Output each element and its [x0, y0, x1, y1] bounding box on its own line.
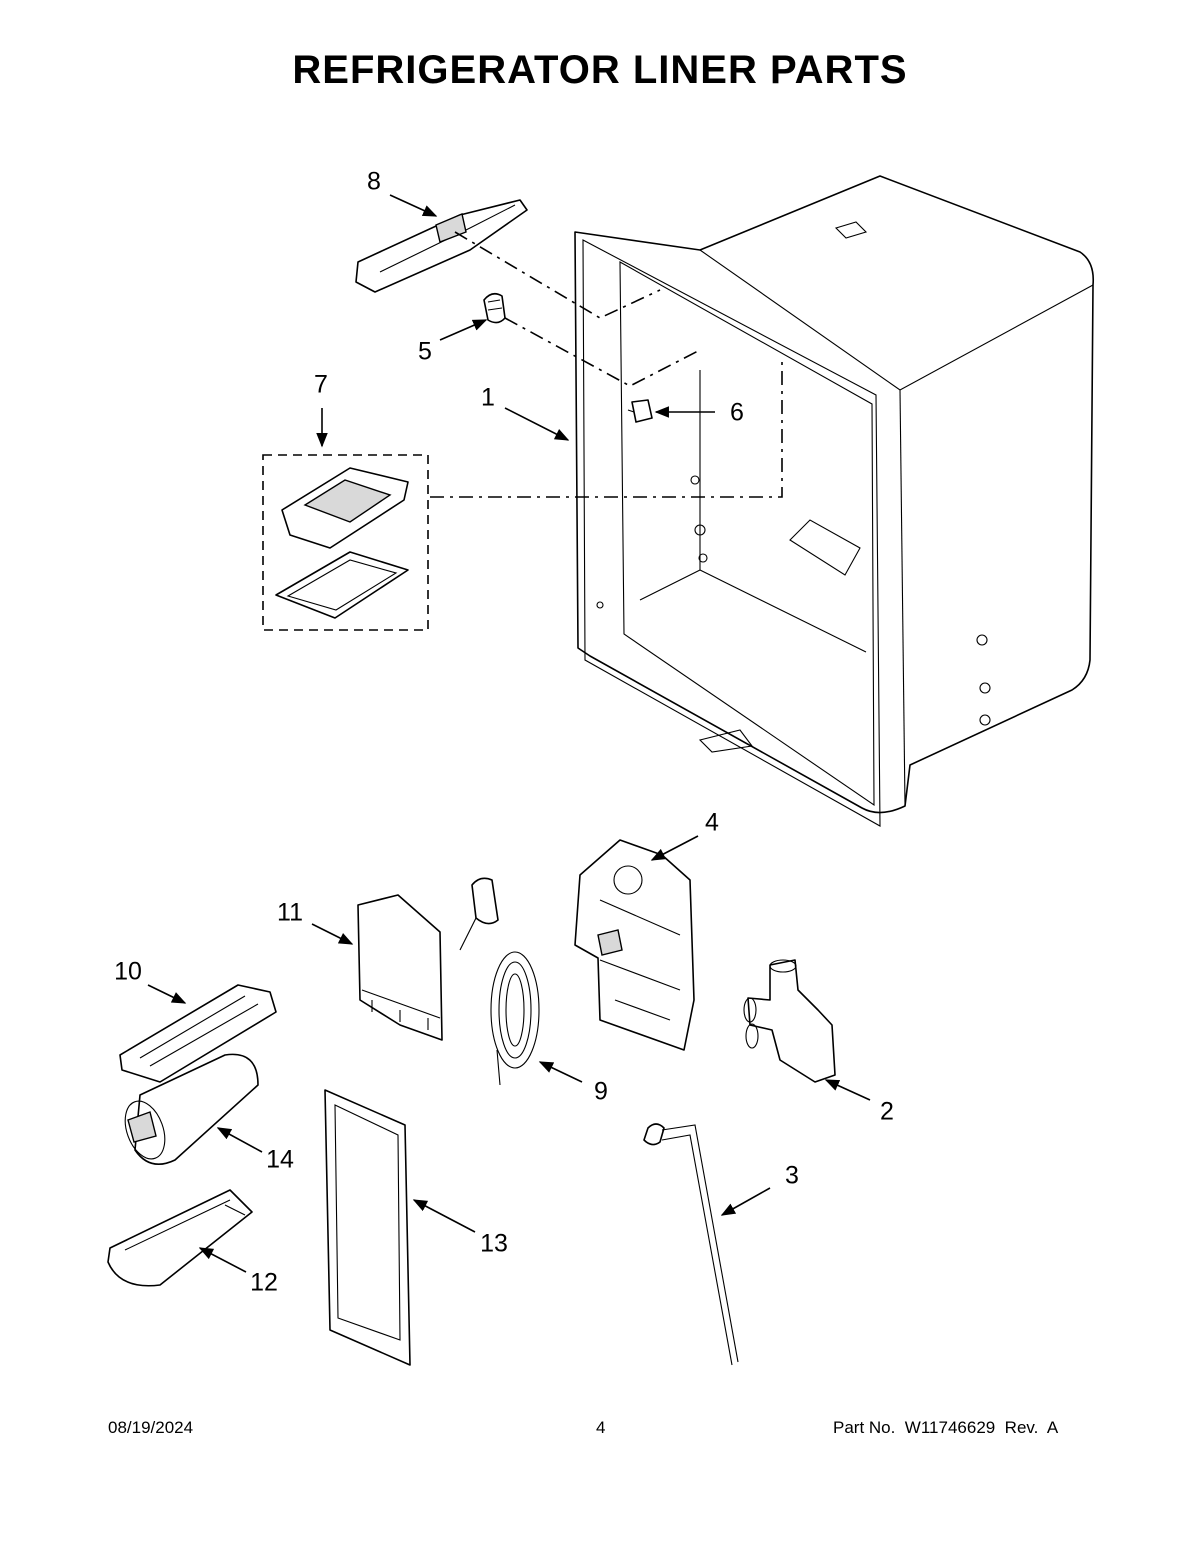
- callout-12: 12: [250, 1268, 278, 1297]
- callout-1: 1: [481, 383, 495, 412]
- filter-part-14: [124, 1053, 259, 1166]
- harness-part-9: [459, 877, 540, 1086]
- callout-10: 10: [114, 957, 142, 986]
- cover-part-12: [107, 1189, 253, 1287]
- callout-9: 9: [594, 1077, 608, 1106]
- callout-5: 5: [418, 337, 432, 366]
- callout-3: 3: [785, 1161, 799, 1190]
- callout-arrows: [147, 194, 871, 1273]
- assembly-line-8: [454, 231, 661, 319]
- part-7-group-box: [262, 454, 429, 631]
- assembly-line-7: [430, 360, 783, 498]
- footer-date: 08/19/2024: [108, 1418, 194, 1437]
- tube-part-3: [643, 1123, 739, 1366]
- callout-2: 2: [880, 1097, 894, 1126]
- diffuser-part-8: [355, 199, 528, 293]
- knob-part-5: [483, 292, 506, 324]
- liner-part-1: [574, 175, 1095, 827]
- bracket-part-11: [357, 894, 443, 1041]
- fan-cover-part-7: [275, 467, 409, 619]
- callout-11: 11: [277, 898, 303, 927]
- housing-part-4: [574, 839, 695, 1051]
- page-title: REFRIGERATOR LINER PARTS: [292, 48, 908, 92]
- callout-7: 7: [314, 370, 328, 399]
- callout-6: 6: [730, 398, 744, 427]
- callout-4: 4: [705, 808, 719, 837]
- callout-13: 13: [480, 1229, 508, 1258]
- assembly-line-5: [504, 317, 701, 387]
- callout-8: 8: [367, 167, 381, 196]
- switch-part-6: [627, 399, 653, 423]
- callout-14: 14: [266, 1145, 294, 1174]
- housing-part-10: [119, 984, 277, 1083]
- valve-part-2: [743, 959, 836, 1083]
- panel-part-13: [324, 1089, 411, 1366]
- footer-part-number: Part No. W11746629 Rev. A: [833, 1418, 1059, 1437]
- footer-page-number: 4: [596, 1418, 606, 1437]
